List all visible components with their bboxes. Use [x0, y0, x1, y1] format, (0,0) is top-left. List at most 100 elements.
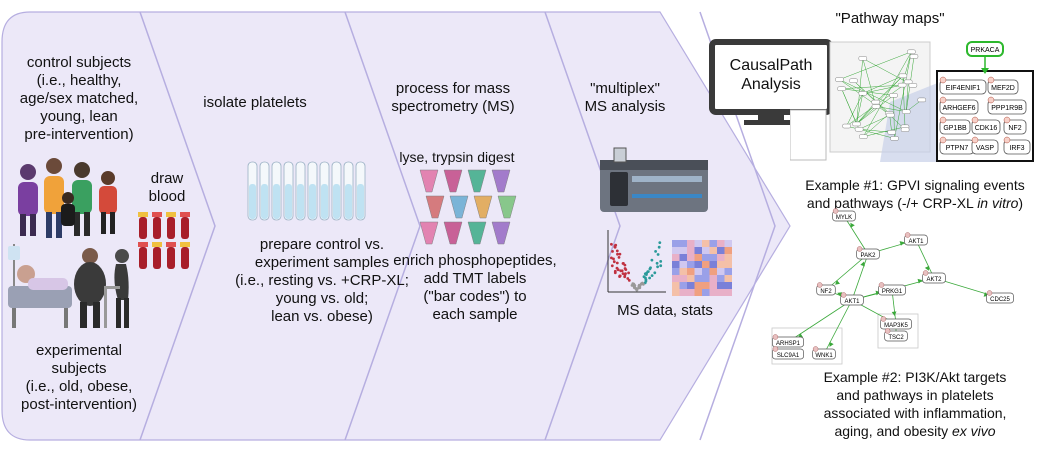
sample-vials-icon — [419, 169, 517, 245]
thumb-edge — [862, 84, 903, 94]
heatmap-cell — [694, 240, 702, 247]
network2-node-label: CDC25 — [990, 297, 1010, 303]
volcano-point — [635, 288, 639, 292]
phospho-site — [987, 76, 995, 84]
thumb-node — [900, 127, 910, 132]
heatmap-cell — [709, 240, 717, 247]
heatmap-cell — [724, 275, 732, 282]
network2-arrowhead — [860, 261, 865, 267]
thumb-node — [842, 123, 851, 129]
network1-node — [1003, 139, 1031, 155]
thumb-edge — [839, 79, 907, 112]
volcano-point — [616, 252, 619, 256]
heatmap-cell — [702, 240, 710, 247]
heatmap-cell — [702, 289, 710, 296]
phospho-site — [817, 282, 823, 288]
volcano-point — [637, 286, 640, 290]
heatmap-cell — [717, 289, 725, 296]
thumb-edge — [841, 88, 894, 96]
heatmap-cell — [717, 254, 725, 261]
thumb-node — [837, 86, 846, 91]
phospho-site — [878, 282, 885, 288]
thumb-edge — [859, 128, 892, 133]
network1-node-label: PPP1R9B — [991, 105, 1023, 112]
thumb-node — [904, 79, 913, 85]
thumb-edge — [839, 51, 912, 80]
thumb-edge — [856, 106, 877, 125]
heatmap-cell — [717, 268, 725, 275]
platelet-tube-fill — [345, 184, 352, 219]
elderly-person-walker — [104, 249, 129, 328]
tube-cap — [152, 212, 162, 217]
thumb-node — [858, 56, 867, 61]
ms-data-stats-label: MS data, stats — [617, 302, 713, 319]
thumb-edge — [875, 106, 907, 112]
volcano-point — [627, 271, 630, 275]
phospho-site — [939, 76, 947, 84]
heatmap-cell — [709, 289, 717, 296]
phospho-site — [987, 96, 995, 104]
thumb-node — [854, 127, 864, 132]
network2-edge — [851, 253, 869, 301]
network2-node-label: MYLK — [836, 215, 852, 221]
chevron-3 — [544, 11, 621, 441]
volcano-point — [650, 274, 654, 277]
network1-node-label: NF2 — [1008, 125, 1021, 132]
platelet-tube-fill — [357, 184, 364, 219]
phospho-site — [832, 208, 839, 214]
thumb-node — [889, 93, 898, 98]
volcano-point — [637, 283, 641, 287]
sample-vial — [473, 195, 493, 219]
thumb-node — [909, 54, 919, 59]
heatmap-cell — [687, 289, 695, 296]
heatmap-cell — [702, 261, 710, 268]
enrich-phospho-label: enrich phosphopeptides, add TMT labels (… — [393, 252, 557, 323]
volcano-point — [616, 268, 620, 272]
volcano-point — [656, 265, 659, 269]
thumb-edge — [856, 75, 904, 125]
platelet-tube-fill — [333, 184, 340, 219]
heatmap-cell — [672, 268, 680, 275]
volcano-point — [626, 277, 630, 280]
thumb-edge — [906, 81, 909, 112]
thumb-node — [852, 121, 861, 127]
thumb-edge — [856, 93, 864, 124]
person-child — [61, 192, 75, 226]
blood-tube — [167, 247, 175, 269]
heatmap-cell — [717, 261, 725, 268]
network2-node-label: WNK1 — [815, 353, 833, 359]
experimental-people-illustration — [8, 244, 129, 328]
heatmap-cell — [672, 240, 680, 247]
example2-label: Example #2: PI3K/Akt targets and pathway… — [823, 369, 1007, 439]
tube-cap — [138, 212, 148, 217]
phospho-site — [884, 328, 891, 334]
network1-node-label: EIF4ENIF1 — [946, 85, 981, 92]
sample-vial — [491, 221, 511, 245]
network1-node-label: VASP — [976, 145, 994, 152]
thumb-node — [902, 109, 911, 114]
network2-graph: MYLKPAK2AKT1NF2AKT1PRKG1AKT2CDC25MAP3K5T… — [771, 208, 1014, 365]
thumb-edge — [863, 51, 912, 137]
phospho-site — [904, 232, 911, 238]
thumb-node — [835, 77, 844, 82]
phospho-site — [986, 290, 993, 296]
thumb-edge — [856, 95, 894, 125]
thumb-edge — [841, 84, 903, 89]
obese-person — [74, 248, 106, 328]
volcano-point — [659, 260, 663, 263]
heatmap-cell — [717, 282, 725, 289]
network2-edge — [891, 289, 897, 325]
heatmap-cell — [679, 240, 687, 247]
network1-node — [971, 139, 999, 155]
heatmap-cell — [672, 289, 680, 296]
volcano-point — [658, 241, 662, 244]
blood-tube — [181, 217, 189, 239]
volcano-point — [642, 275, 646, 279]
network2-arrowhead — [798, 333, 804, 338]
network2-node — [816, 284, 836, 296]
network2-edge — [825, 253, 869, 291]
lyse-digest-label: lyse, trypsin digest — [399, 149, 515, 165]
volcano-point — [611, 250, 614, 253]
